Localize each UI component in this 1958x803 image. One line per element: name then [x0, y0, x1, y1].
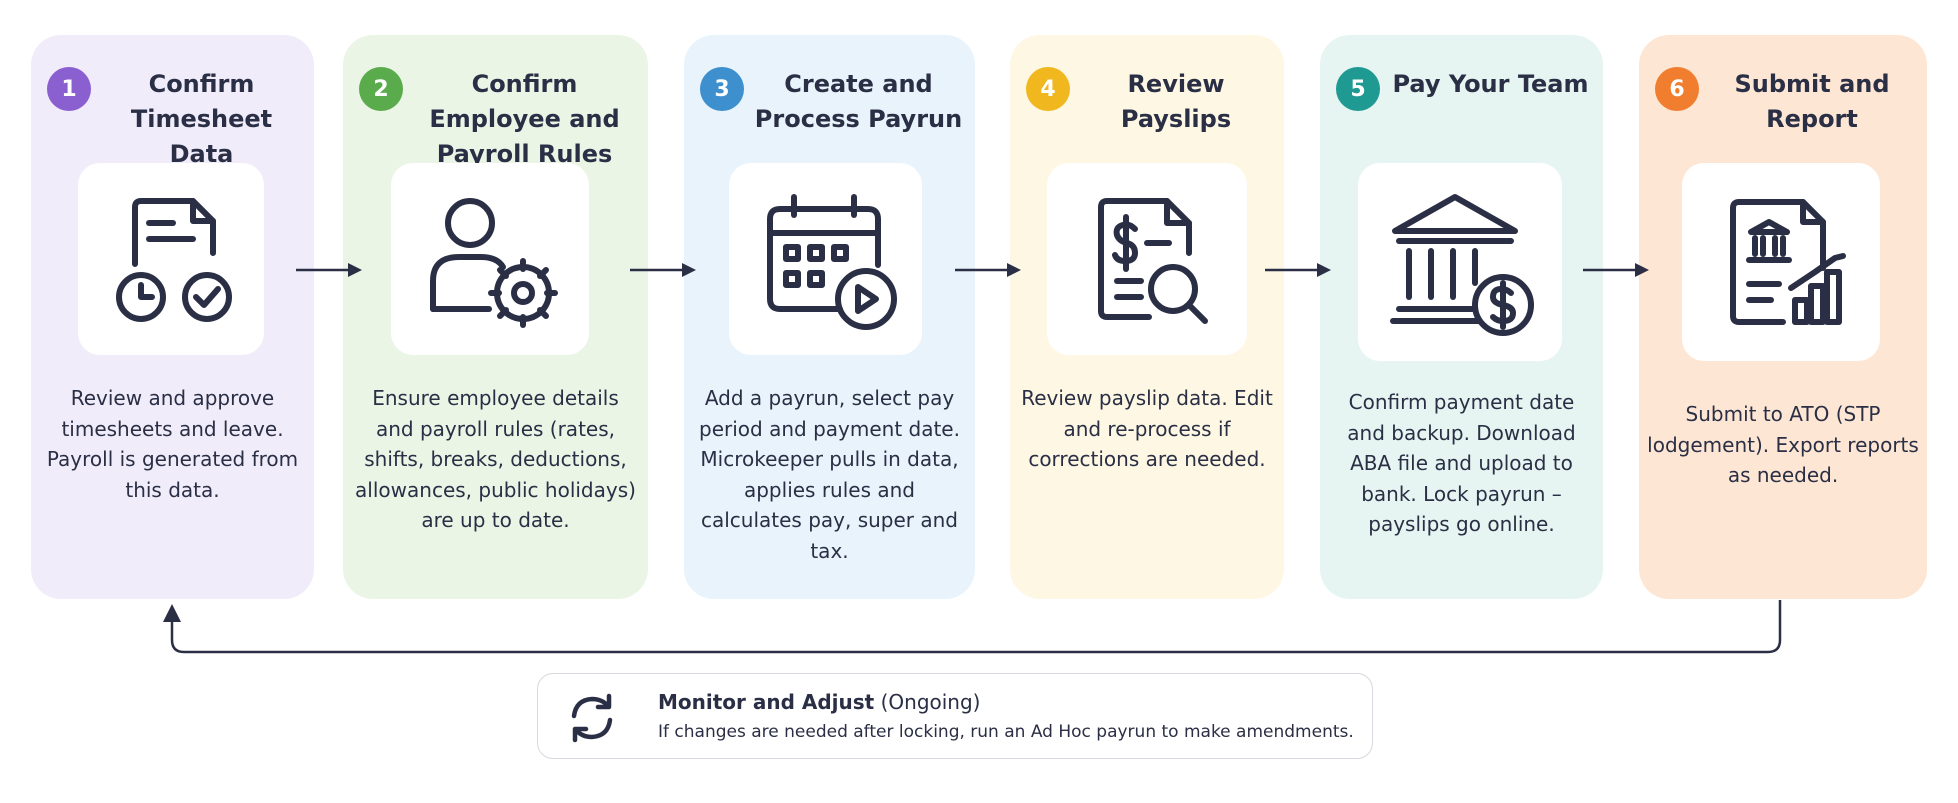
step-header: 6 Submit and Report: [1655, 67, 1919, 147]
step-card-4: 4 Review Payslips Review payslip data. E…: [1010, 35, 1284, 599]
step-number-badge: 6: [1655, 67, 1699, 111]
step-card-1: 1 Confirm Timesheet Data Review and appr…: [31, 35, 314, 599]
step-header: 2 Confirm Employee and Payroll Rules: [359, 67, 640, 168]
step-card-3: 3 Create and Process Payrun Add a payrun…: [684, 35, 975, 599]
step-header: 1 Confirm Timesheet Data: [47, 67, 306, 168]
step-description: Ensure employee details and payroll rule…: [355, 386, 636, 532]
monitor-title: Monitor and Adjust (Ongoing): [658, 690, 980, 714]
step-header: 4 Review Payslips: [1026, 67, 1276, 147]
refresh-cycle-icon: [571, 693, 613, 743]
arrow-right-icon: [630, 263, 696, 277]
bank-dollar-icon: [1358, 163, 1562, 361]
step-number-badge: 4: [1026, 67, 1070, 111]
step-title: Review Payslips: [1120, 70, 1232, 133]
step-number-badge: 3: [700, 67, 744, 111]
step-header: 3 Create and Process Payrun: [700, 67, 967, 147]
arrow-right-icon: [296, 263, 362, 277]
step-description: Submit to ATO (STP lodgement). Export re…: [1647, 402, 1919, 487]
step-title: Confirm Employee and Payroll Rules: [429, 70, 620, 168]
step-card-2: 2 Confirm Employee and Payroll Rules Ens…: [343, 35, 648, 599]
payslip-magnifier-icon: [1047, 163, 1247, 355]
arrow-right-icon: [1265, 263, 1331, 277]
step-title: Pay Your Team: [1392, 70, 1589, 98]
calendar-play-icon: [729, 163, 922, 355]
arrow-right-icon: [1583, 263, 1649, 277]
timesheet-clock-check-icon: [78, 163, 264, 355]
step-description: Review payslip data. Edit and re-process…: [1021, 386, 1273, 471]
step-title: Confirm Timesheet Data: [130, 70, 273, 168]
step-title: Create and Process Payrun: [754, 70, 963, 133]
step-number-badge: 1: [47, 67, 91, 111]
step-header: 5 Pay Your Team: [1336, 67, 1595, 147]
step-title: Submit and Report: [1734, 70, 1890, 133]
monitor-title-main: Monitor and Adjust: [658, 690, 875, 714]
report-bank-chart-icon: [1682, 163, 1880, 361]
step-number-badge: 5: [1336, 67, 1380, 111]
step-card-6: 6 Submit and Report Submit to ATO (STP l…: [1639, 35, 1927, 599]
step-description: Review and approve timesheets and leave.…: [46, 386, 299, 502]
step-card-5: 5 Pay Your Team Confirm payment date and…: [1320, 35, 1603, 599]
monitor-title-suffix: (Ongoing): [874, 690, 981, 714]
step-description: Confirm payment date and backup. Downloa…: [1347, 390, 1576, 536]
step-description: Add a payrun, select pay period and paym…: [699, 386, 960, 563]
step-number-badge: 2: [359, 67, 403, 111]
monitor-adjust-box: Monitor and Adjust (Ongoing) If changes …: [537, 673, 1373, 759]
arrow-right-icon: [955, 263, 1021, 277]
monitor-subtitle: If changes are needed after locking, run…: [658, 722, 1354, 742]
person-gear-icon: [391, 163, 589, 355]
